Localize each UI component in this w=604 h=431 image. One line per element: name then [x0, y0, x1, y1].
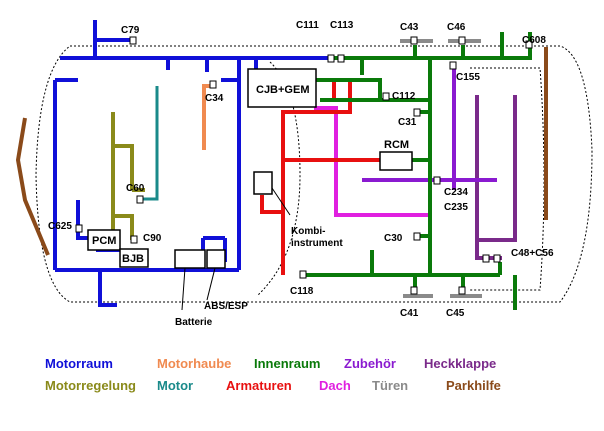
battery-block	[174, 249, 206, 269]
connector-c234: C234	[444, 187, 468, 198]
connector-c41: C41	[400, 308, 419, 319]
abs-esp-block	[206, 249, 226, 269]
legend-item-tueren: Türen	[372, 378, 409, 393]
connector-c608: C608	[522, 35, 546, 46]
legend-item-motorregelung: Motorregelung	[45, 378, 136, 393]
connector-c112: C112	[392, 91, 416, 102]
connector-c31: C31	[398, 117, 417, 128]
kombi-label-line2: instrument	[291, 238, 343, 249]
cjb-gem-module	[247, 68, 317, 108]
harness-motor	[140, 86, 159, 201]
vehicle-outline	[35, 45, 593, 303]
legend-item-parkhilfe: Parkhilfe	[446, 378, 501, 393]
pcm-label: PCM	[92, 235, 116, 247]
harness-motorhaube	[202, 84, 211, 150]
legend-item-motorraum: Motorraum	[45, 356, 113, 371]
batterie-label: Batterie	[175, 317, 213, 328]
connector-c118: C118	[290, 286, 314, 297]
connector-c45: C45	[446, 308, 465, 319]
kombi-label-line1: Kombi-	[291, 226, 325, 237]
legend-item-heckklappe: Heckklappe	[424, 356, 497, 371]
bjb-module	[119, 248, 149, 268]
connector-c235: C235	[444, 202, 468, 213]
connector-c90: C90	[143, 233, 162, 244]
pcm-module	[87, 229, 121, 251]
connector-c46: C46	[447, 22, 466, 33]
legend-item-armaturen: Armaturen	[226, 378, 292, 393]
connector-c79: C79	[121, 25, 140, 36]
harness-heckklappe	[475, 95, 517, 260]
legend-item-dach: Dach	[319, 378, 351, 393]
harness-innenraum	[303, 32, 532, 310]
connector-c155: C155	[456, 72, 480, 83]
legend-item-motor: Motor	[157, 378, 194, 393]
rcm-label: RCM	[384, 139, 409, 151]
leader-lines	[181, 187, 291, 311]
legend-item-zubehoer: Zubehör	[344, 356, 396, 371]
kombi-module	[253, 171, 273, 195]
legend-item-motorhaube: Motorhaube	[157, 356, 232, 371]
connector-c113: C113	[330, 20, 354, 31]
connector-c60: C60	[126, 183, 145, 194]
connector-c111: C111	[296, 20, 319, 31]
connector-c43: C43	[400, 22, 419, 33]
harness-parkhilfe	[15, 47, 548, 256]
abs-esp-label: ABS/ESP	[204, 301, 248, 312]
rcm-module	[379, 151, 413, 171]
connector-plugs	[75, 36, 533, 295]
harness-motorregelung	[111, 112, 145, 240]
cjb-gem-label: CJB+GEM	[256, 84, 310, 96]
bjb-label: BJB	[122, 253, 144, 265]
connector-c34: C34	[205, 93, 224, 104]
connector-c48-c56: C48+C56	[511, 248, 554, 259]
connector-c625: C625	[48, 221, 72, 232]
harness-armaturen	[260, 80, 380, 275]
connector-c30: C30	[384, 233, 403, 244]
legend-item-innenraum: Innenraum	[254, 356, 321, 371]
